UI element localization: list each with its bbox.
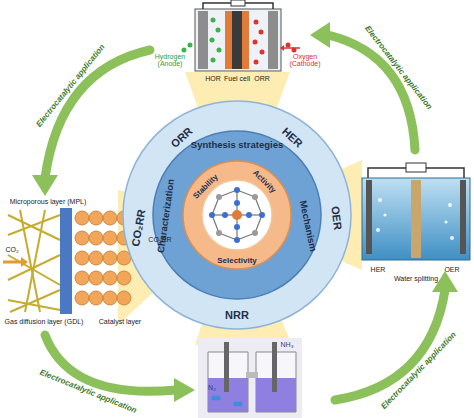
hydrogen-dots bbox=[182, 18, 222, 63]
electrode bbox=[224, 342, 229, 392]
part-label: NH₃ bbox=[281, 341, 294, 348]
electrode bbox=[366, 180, 372, 254]
part-label: Oxygen (Cathode) bbox=[284, 53, 326, 68]
bonds bbox=[212, 190, 262, 240]
ring-band: ActivitySelectivityStability bbox=[182, 160, 292, 270]
nrr-cell-illustration bbox=[198, 338, 302, 418]
ring-band: Synthesis strategiesMechanismCharacteriz… bbox=[152, 130, 322, 300]
arrow-label: Electrocatalytic application bbox=[380, 331, 458, 411]
part-label: HOR bbox=[205, 75, 221, 82]
membrane bbox=[411, 180, 421, 258]
water-splitting-illustration bbox=[362, 163, 470, 260]
arrow-head bbox=[174, 378, 195, 402]
ring-circle bbox=[183, 161, 291, 269]
electrode bbox=[272, 342, 277, 392]
part-label: CO₂ bbox=[5, 246, 18, 253]
arrow-head bbox=[21, 257, 28, 267]
oxygen-dots bbox=[253, 20, 297, 65]
plate bbox=[198, 11, 208, 69]
part-label: Hydrogen (Anode) bbox=[149, 53, 191, 68]
light-rays bbox=[118, 72, 362, 345]
curved-arrow bbox=[45, 50, 150, 178]
gas-arrow bbox=[3, 261, 22, 264]
ring-label: NRR bbox=[225, 310, 249, 322]
microporous-layer bbox=[60, 208, 72, 314]
salt-bridge bbox=[246, 372, 258, 378]
load bbox=[231, 0, 245, 6]
cycle-arrows bbox=[45, 35, 445, 400]
catalyst-spheres bbox=[75, 211, 131, 305]
part-label: Gas diffusion layer (GDL) bbox=[5, 318, 84, 325]
tank bbox=[362, 178, 470, 260]
battery bbox=[406, 163, 426, 172]
plate bbox=[268, 11, 278, 69]
arrow-heads bbox=[32, 22, 458, 402]
carbon-atoms bbox=[216, 194, 258, 236]
part-label: HER bbox=[371, 266, 386, 273]
ring-circle bbox=[153, 131, 321, 299]
curved-arrow bbox=[335, 290, 445, 400]
flow-arrow bbox=[284, 47, 300, 49]
backdrop bbox=[198, 338, 302, 418]
part-label: CO₂RR bbox=[148, 236, 171, 243]
cell-frame bbox=[195, 9, 281, 71]
ring-band: ORRHEROERNRRCO₂RRSynthesis strategiesMec… bbox=[122, 100, 352, 330]
part-label: Microporous layer (MPL) bbox=[10, 198, 87, 205]
membrane bbox=[232, 11, 242, 69]
part-label: ORR bbox=[254, 75, 270, 82]
catalyst bbox=[242, 11, 249, 69]
bubbles bbox=[376, 198, 454, 240]
arrow-head bbox=[32, 175, 58, 196]
part-label: Fuel cell bbox=[224, 75, 250, 82]
center-disc bbox=[202, 180, 272, 250]
ring-label: Synthesis strategies bbox=[191, 140, 283, 150]
part-label: Catalyst layer bbox=[99, 318, 141, 325]
part-label: OER bbox=[444, 266, 459, 273]
arrow-head bbox=[280, 45, 284, 51]
arrow-label: Electrocatalytic application bbox=[35, 43, 107, 129]
fuel-cell-illustration bbox=[182, 0, 301, 71]
electrode bbox=[460, 180, 466, 254]
ring-circle bbox=[123, 101, 351, 329]
part-label: Water splitting bbox=[394, 275, 438, 282]
arrow-label: Electrocatalytic application bbox=[38, 369, 137, 416]
curved-arrow bbox=[328, 35, 415, 150]
catalyst bbox=[225, 11, 232, 69]
ring-label: Selectivity bbox=[217, 257, 257, 265]
nitrogen-atoms bbox=[209, 187, 265, 243]
arrow-head bbox=[310, 22, 330, 48]
part-label: N₂ bbox=[208, 384, 216, 391]
molecules bbox=[212, 396, 243, 407]
metal-atom bbox=[232, 210, 242, 220]
arrow-label: Electrocatalytic application bbox=[363, 25, 433, 112]
ring-shape bbox=[182, 160, 292, 270]
